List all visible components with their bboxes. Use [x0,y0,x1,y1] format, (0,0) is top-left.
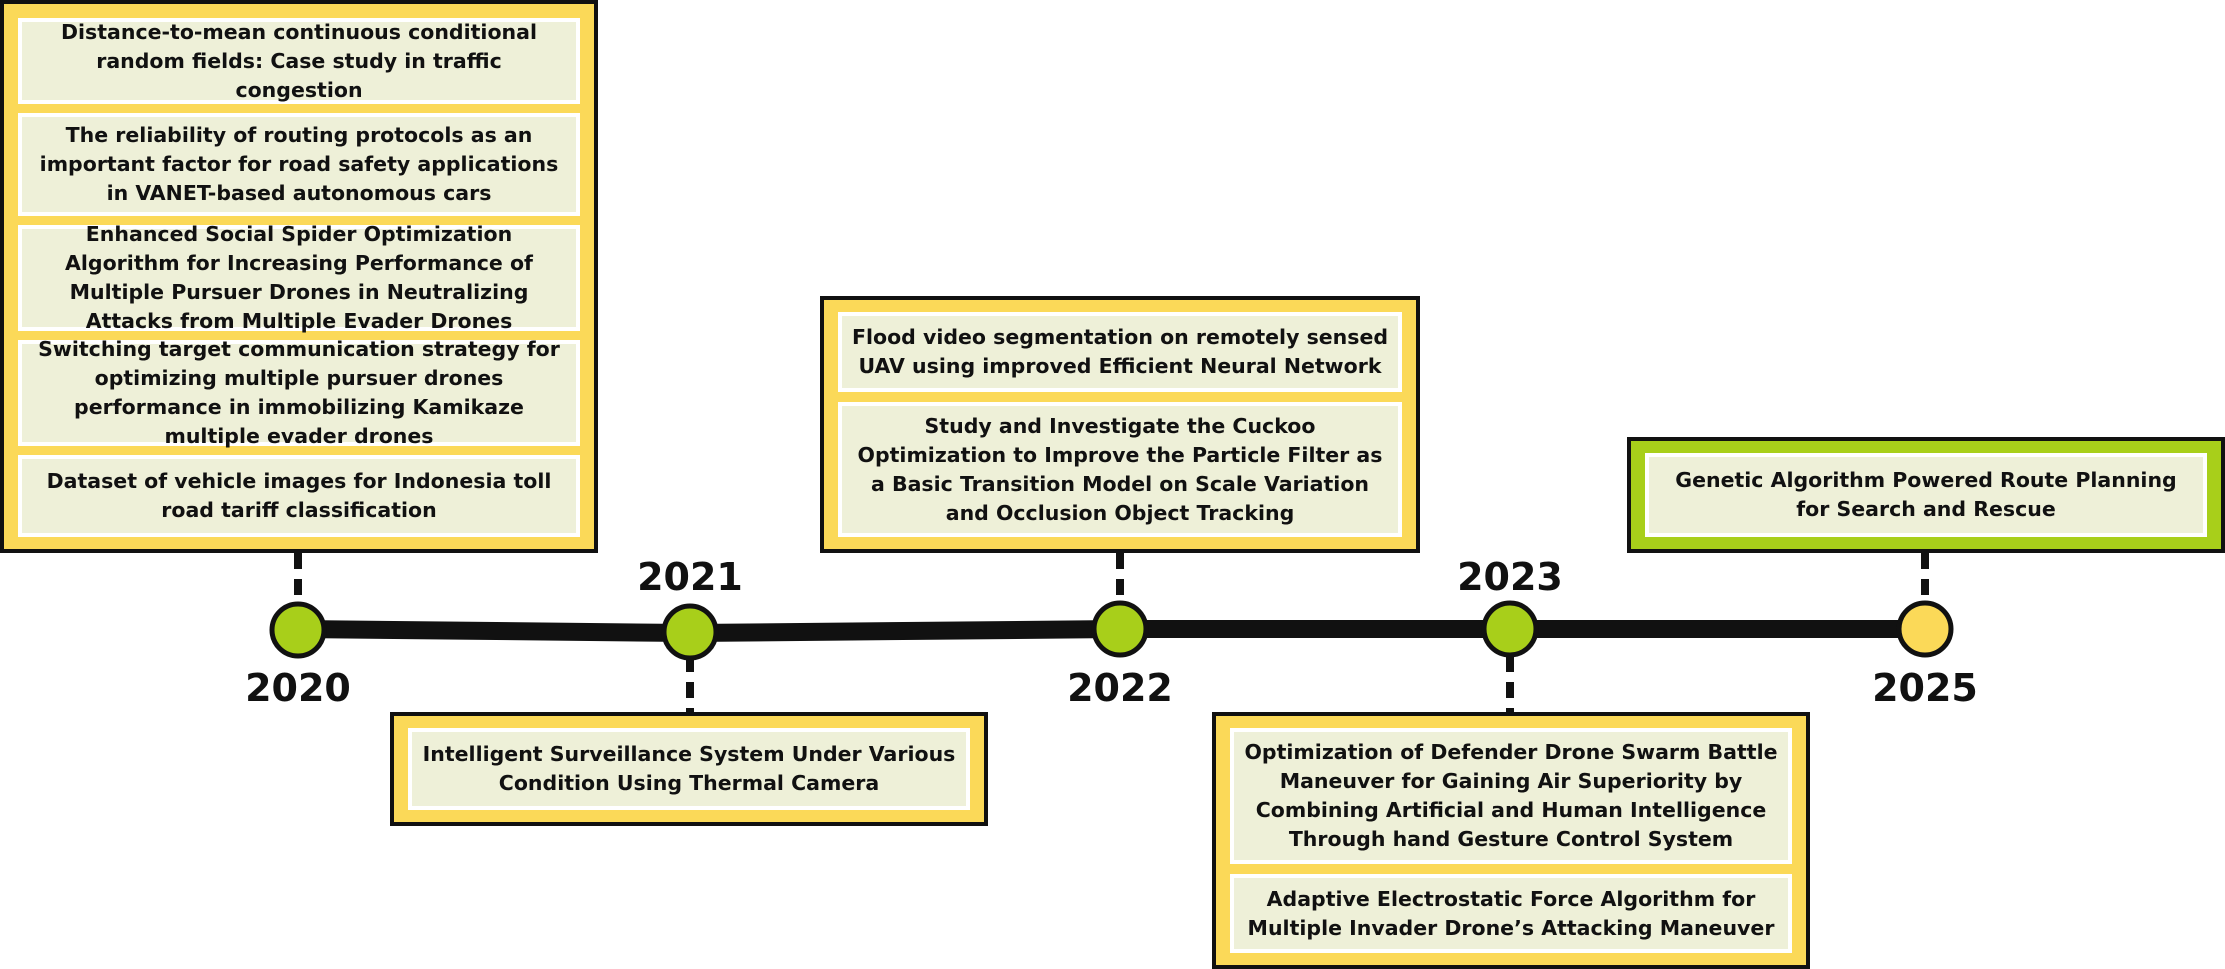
node-2022 [1091,600,1149,658]
publication-item: Switching target communication strategy … [18,337,580,448]
year-label-2020: 2020 [245,666,351,710]
publication-item: Enhanced Social Spider Optimization Algo… [18,222,580,333]
publication-group-2020: Distance-to-mean continuous conditional … [0,0,598,553]
year-label-2022: 2022 [1067,666,1173,710]
year-label-2025: 2025 [1872,666,1978,710]
publication-item: Study and Investigate the Cuckoo Optimiz… [838,402,1402,537]
publication-item: Intelligent Surveillance System Under Va… [408,728,970,810]
publication-item: Optimization of Defender Drone Swarm Bat… [1230,728,1792,865]
node-2023 [1481,600,1539,658]
publication-group-2022: Flood video segmentation on remotely sen… [820,296,1420,553]
node-2020 [269,601,327,659]
publication-item: Distance-to-mean continuous conditional … [18,18,580,104]
publication-item: Adaptive Electrostatic Force Algorithm f… [1230,874,1792,953]
timeline-bar-segment [1120,620,1510,638]
node-2021 [661,603,719,661]
publication-group-2023: Optimization of Defender Drone Swarm Bat… [1212,712,1810,969]
publication-item: Flood video segmentation on remotely sen… [838,312,1402,392]
publication-item: Dataset of vehicle images for Indonesia … [18,455,580,537]
timeline-bar-segment [690,620,1120,642]
publication-group-2021: Intelligent Surveillance System Under Va… [390,712,988,826]
publication-item: The reliability of routing protocols as … [18,113,580,216]
timeline-bar-segment [1510,620,1925,638]
publication-item: Genetic Algorithm Powered Route Planning… [1645,453,2207,537]
year-label-2023: 2023 [1457,555,1563,599]
timeline-bar-segment [298,620,690,642]
node-2025 [1896,600,1954,658]
year-label-2021: 2021 [637,555,743,599]
publication-group-2025: Genetic Algorithm Powered Route Planning… [1627,437,2225,553]
